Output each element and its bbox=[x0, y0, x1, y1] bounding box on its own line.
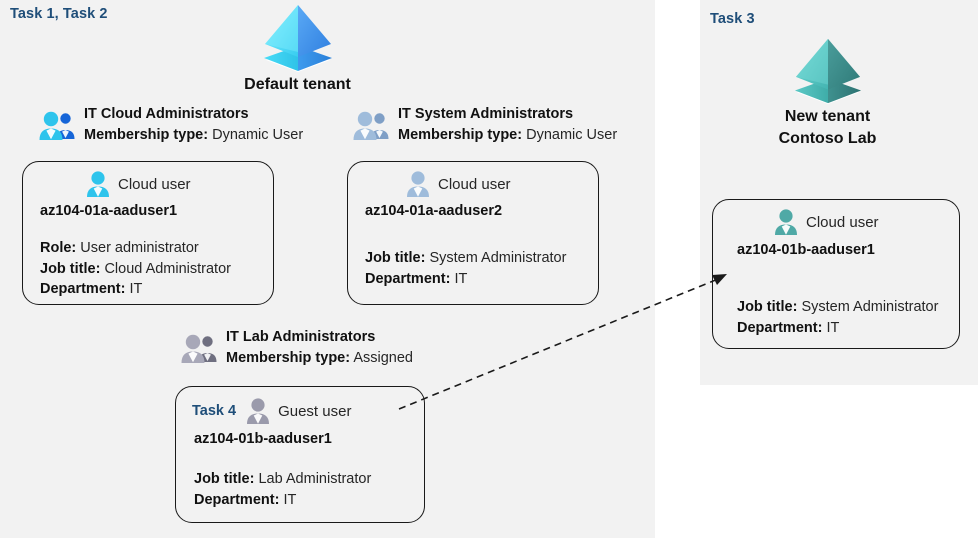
guest-user-icon bbox=[247, 398, 270, 424]
new-tenant-name-line1: New tenant bbox=[784, 108, 871, 125]
user-kind-label: Guest user bbox=[278, 402, 352, 420]
property-value: System Administrator bbox=[429, 250, 567, 266]
property-label: Job title: bbox=[40, 260, 101, 277]
property-value: IT bbox=[826, 319, 840, 336]
property-row: Department: IT bbox=[40, 279, 231, 300]
user-kind-label: Cloud user bbox=[438, 175, 511, 193]
card-header: Cloud user bbox=[405, 170, 511, 198]
default-tenant-name: Default tenant bbox=[244, 76, 351, 93]
user-principal-name: az104-01a-aaduser1 bbox=[40, 203, 178, 219]
property-row: Job title: System Administrator bbox=[365, 248, 566, 269]
user-card-az104-01a-aaduser1: Cloud user az104-01a-aaduser1 Role: User… bbox=[22, 161, 274, 305]
user-kind-label: Cloud user bbox=[806, 213, 879, 231]
property-label: Role: bbox=[40, 240, 77, 256]
group-text-block: IT System Administrators Membership type… bbox=[398, 104, 617, 146]
group-it-cloud-administrators: IT Cloud Administrators Membership type:… bbox=[38, 104, 303, 146]
card-header: Cloud user bbox=[773, 208, 879, 236]
group-membership-value: Dynamic User bbox=[212, 127, 304, 144]
group-membership-label: Membership type: bbox=[398, 127, 523, 144]
cloud-user-icon bbox=[87, 171, 109, 197]
user-kind-label: Cloud user bbox=[118, 175, 191, 193]
group-text-block: IT Lab Administrators Membership type: A… bbox=[226, 327, 413, 369]
group-membership-type: Membership type: Dynamic User bbox=[398, 125, 617, 146]
task-label-task4: Task 4 bbox=[192, 403, 237, 419]
user-principal-name: az104-01a-aaduser2 bbox=[365, 203, 503, 219]
property-row: Job title: Lab Administrator bbox=[194, 469, 371, 490]
property-label: Department: bbox=[40, 281, 126, 298]
new-tenant-block: New tenant Contoso Lab bbox=[730, 36, 925, 149]
property-value: IT bbox=[283, 491, 297, 508]
property-label: Department: bbox=[194, 491, 280, 508]
group-name: IT Lab Administrators bbox=[226, 329, 376, 345]
task-label-task3: Task 3 bbox=[710, 11, 755, 27]
property-row: Role: User administrator bbox=[40, 238, 231, 259]
user-properties: Job title: System Administrator Departme… bbox=[365, 248, 566, 289]
property-value: IT bbox=[129, 281, 143, 298]
property-label: Department: bbox=[737, 319, 823, 336]
property-label: Department: bbox=[365, 270, 451, 287]
users-group-icon bbox=[353, 111, 389, 140]
property-value: User administrator bbox=[80, 240, 199, 256]
group-membership-label: Membership type: bbox=[84, 127, 209, 144]
new-tenant-name-line2: Contoso Lab bbox=[778, 129, 877, 147]
property-label: Job title: bbox=[365, 250, 426, 266]
property-label: Job title: bbox=[194, 471, 255, 487]
group-it-system-administrators: IT System Administrators Membership type… bbox=[352, 104, 617, 146]
group-membership-type: Membership type: Dynamic User bbox=[84, 125, 303, 146]
azure-ad-tenant-icon bbox=[794, 38, 861, 105]
group-membership-value: Assigned bbox=[353, 350, 413, 367]
cloud-user-icon bbox=[775, 209, 797, 235]
property-row: Department: IT bbox=[365, 269, 566, 290]
group-membership-type: Membership type: Assigned bbox=[226, 348, 413, 369]
property-row: Department: IT bbox=[737, 318, 938, 339]
user-properties: Job title: Lab Administrator Department:… bbox=[194, 469, 371, 510]
user-card-az104-01b-aaduser1-guest: Task 4 Guest user az104-01b-aaduser1 Job… bbox=[175, 386, 425, 523]
user-properties: Role: User administrator Job title: Clou… bbox=[40, 238, 231, 300]
group-name: IT Cloud Administrators bbox=[84, 106, 249, 122]
azure-ad-tenant-icon bbox=[263, 5, 332, 72]
property-row: Job title: Cloud Administrator bbox=[40, 259, 231, 280]
user-card-az104-01a-aaduser2: Cloud user az104-01a-aaduser2 Job title:… bbox=[347, 161, 599, 305]
card-header: Cloud user bbox=[85, 170, 191, 198]
property-row: Department: IT bbox=[194, 490, 371, 511]
users-group-icon bbox=[181, 334, 217, 363]
default-tenant-panel bbox=[0, 0, 655, 538]
task-label-task1-task2: Task 1, Task 2 bbox=[10, 6, 108, 22]
group-it-lab-administrators: IT Lab Administrators Membership type: A… bbox=[180, 327, 413, 369]
property-value: System Administrator bbox=[801, 299, 939, 315]
default-tenant-block: Default tenant bbox=[200, 2, 395, 96]
property-row: Job title: System Administrator bbox=[737, 297, 938, 318]
user-card-az104-01b-aaduser1-new-tenant: Cloud user az104-01b-aaduser1 Job title:… bbox=[712, 199, 960, 349]
property-label: Job title: bbox=[737, 299, 798, 315]
cloud-user-icon bbox=[407, 171, 429, 197]
group-membership-value: Dynamic User bbox=[526, 127, 618, 144]
user-principal-name: az104-01b-aaduser1 bbox=[737, 242, 875, 258]
property-value: IT bbox=[454, 270, 468, 287]
property-value: Lab Administrator bbox=[258, 471, 372, 487]
group-membership-label: Membership type: bbox=[226, 350, 351, 367]
user-properties: Job title: System Administrator Departme… bbox=[737, 297, 938, 338]
users-group-icon bbox=[39, 111, 75, 140]
property-value: Cloud Administrator bbox=[104, 260, 231, 277]
user-principal-name: az104-01b-aaduser1 bbox=[194, 431, 332, 447]
card-header: Task 4 Guest user bbox=[192, 397, 351, 425]
group-text-block: IT Cloud Administrators Membership type:… bbox=[84, 104, 303, 146]
group-name: IT System Administrators bbox=[398, 106, 574, 122]
